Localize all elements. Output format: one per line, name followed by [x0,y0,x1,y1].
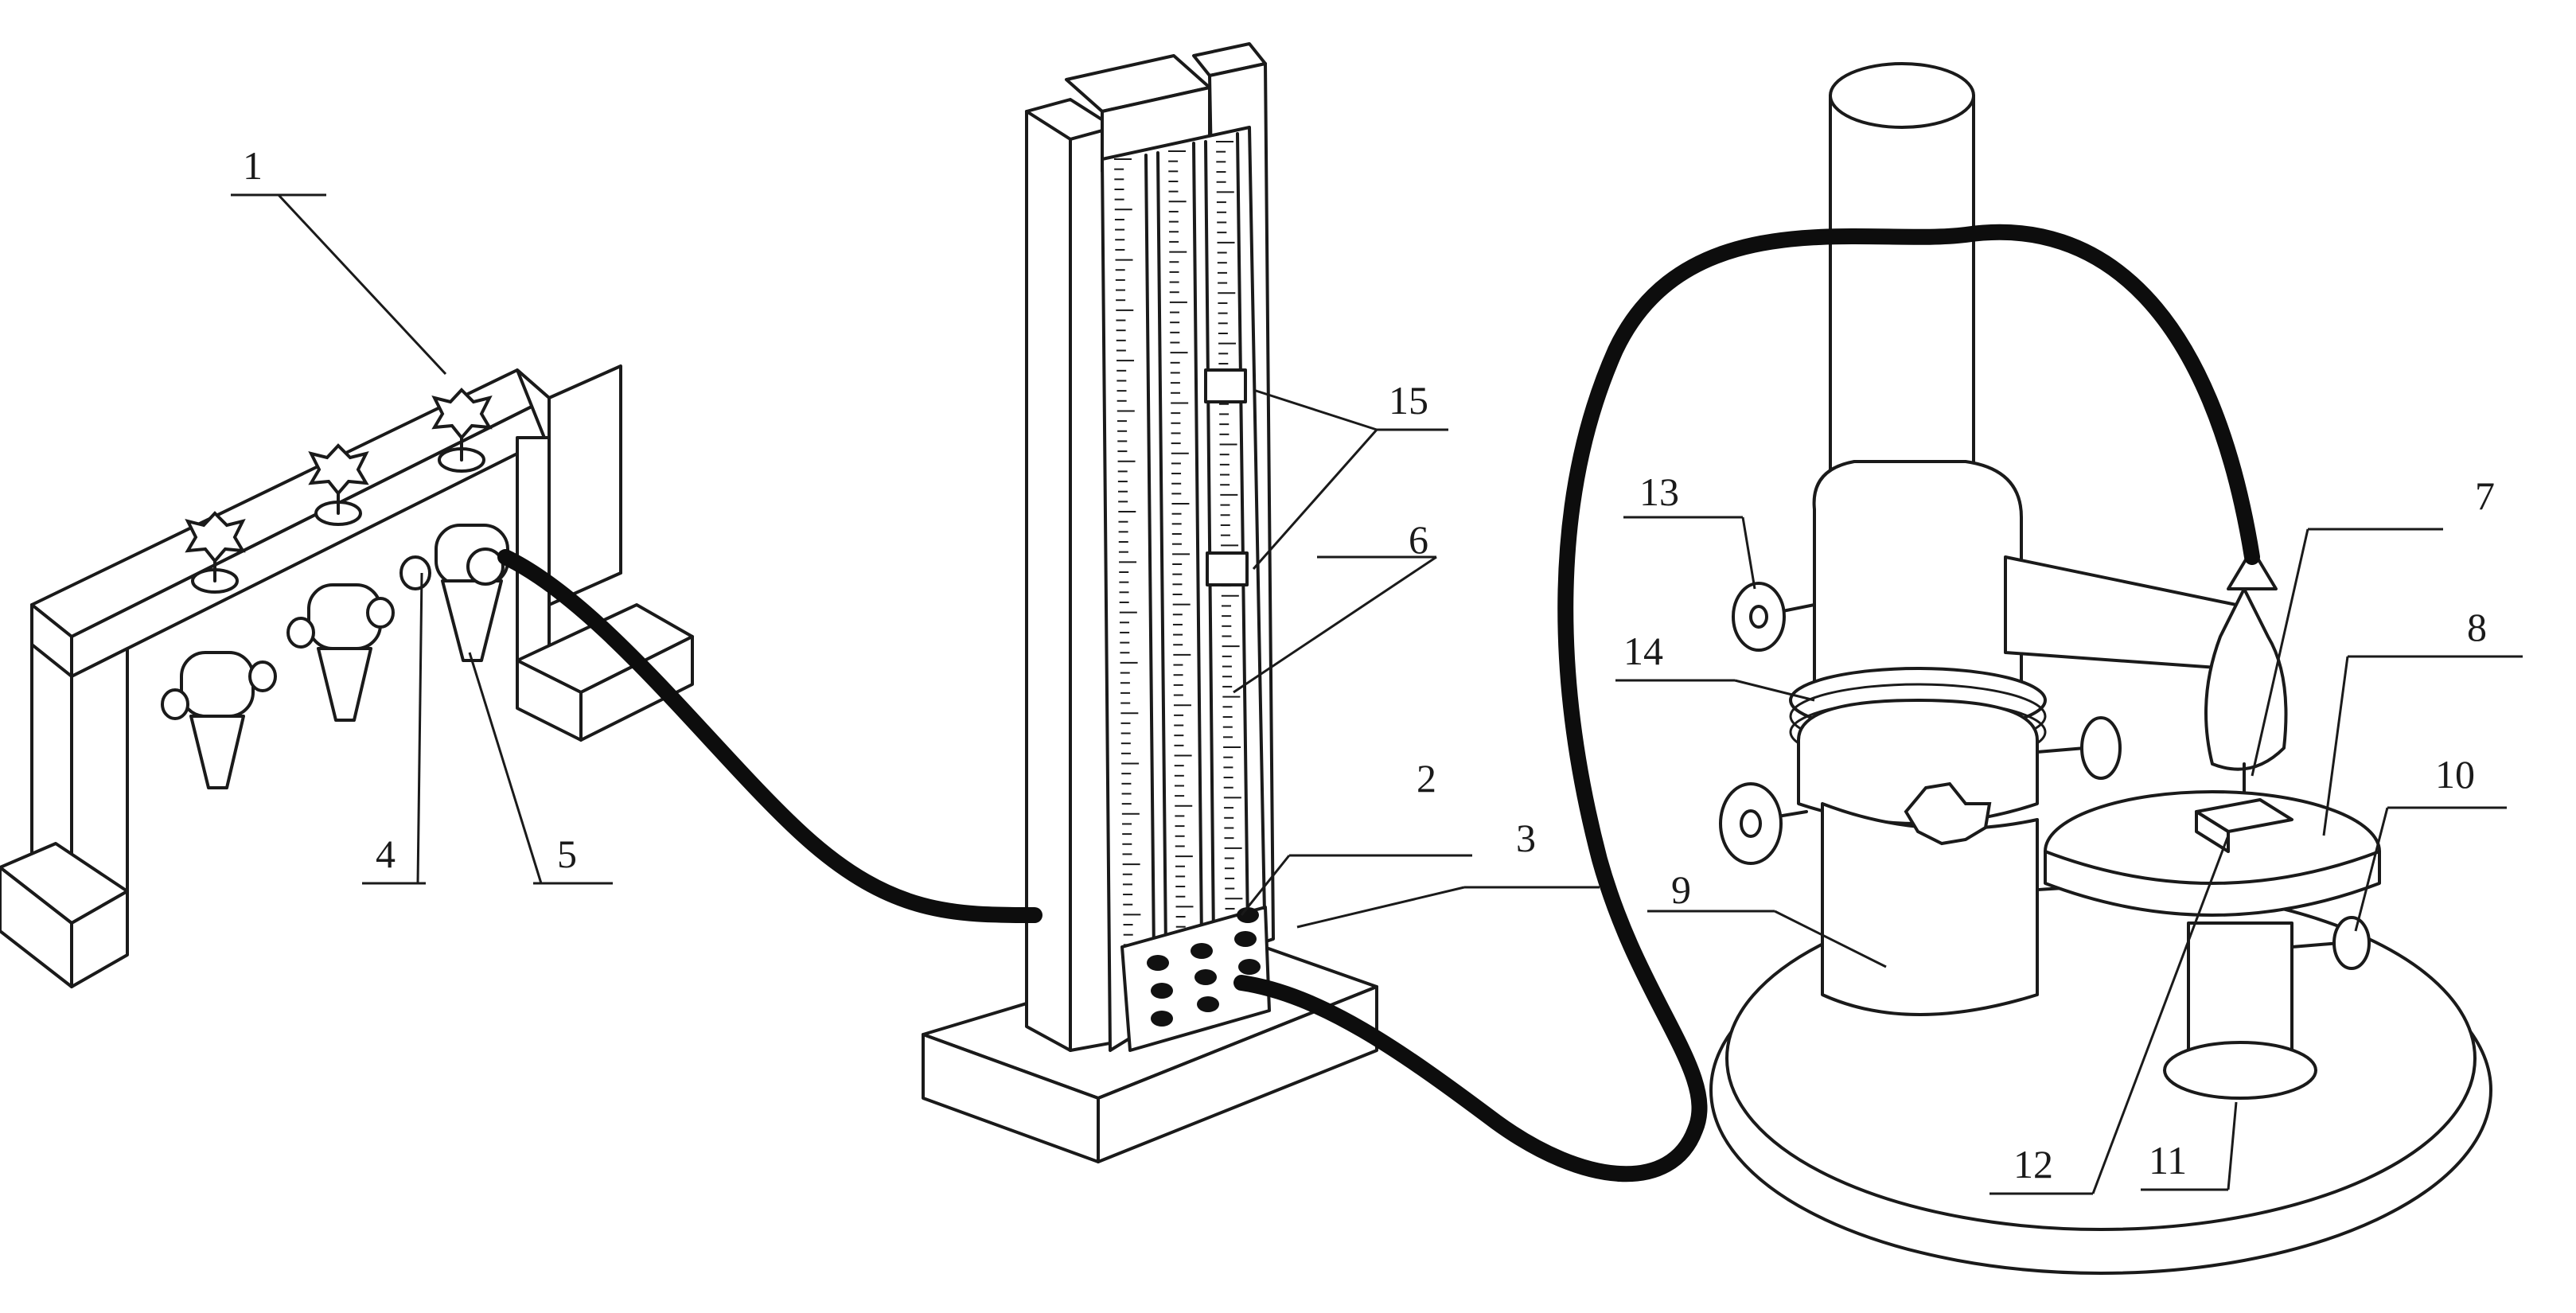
handwheel-13[interactable] [1732,582,1816,652]
specimen-side [2195,810,2230,853]
scale-ticks [1114,141,1243,956]
probe-arm [2004,555,2238,670]
valve-body-2 [286,583,395,722]
probe-tip-top [2227,547,2278,590]
callout-12: 12 [2013,1142,2053,1186]
test-machine [1709,62,2492,1275]
handwheel-left-lower[interactable] [1719,782,1808,865]
star-handwheel-1[interactable] [185,511,246,594]
callout-7: 7 [2475,473,2495,518]
manometer-stand [922,42,1378,1163]
liquid-level-upper [1204,368,1247,403]
leader-lines [231,193,2523,1195]
callout-8: 8 [2467,605,2487,649]
tube-1-left [1144,154,1155,957]
probe-holder [2204,587,2288,771]
callout-4: 4 [376,832,396,876]
valve-body-1 [161,651,277,789]
callout-10: 10 [2435,752,2475,797]
handwheel-right-collar[interactable] [2036,716,2122,780]
callout-6: 6 [1409,517,1428,562]
callout-2: 2 [1417,756,1436,801]
callout-15: 15 [1389,378,1428,423]
support-foot [2163,1041,2317,1100]
liquid-level-lower [1206,551,1249,586]
collar-housing [1812,460,2023,686]
hose-manifold-to-manometer [497,549,1042,923]
star-handwheel-2[interactable] [308,443,369,526]
callout-labels: 1 2 3 4 5 6 7 8 9 10 11 12 13 14 15 [243,143,2495,1186]
callout-11: 11 [2149,1138,2187,1182]
star-handwheel-3[interactable] [431,388,493,473]
callout-1: 1 [243,143,263,188]
star-knob-turret[interactable] [1904,781,1992,846]
manifold-right-leg-front [548,364,622,606]
callout-14: 14 [1623,629,1663,673]
tube-2-right [1204,140,1215,942]
platform-support [2187,921,2293,1060]
callout-5: 5 [557,832,577,876]
port-dots [1147,907,1261,1027]
column-top [1829,62,1975,129]
manifold-left-foot-front [70,890,129,988]
platform-edge [2044,850,2381,917]
valve-manifold [0,364,694,988]
tube-1-right [1156,151,1167,953]
tube-2-left [1192,142,1203,945]
stand-base-right [1097,985,1378,1163]
callout-13: 13 [1639,469,1679,514]
tube-3-left [1236,132,1249,933]
callout-3: 3 [1516,816,1536,860]
adjust-screw-10[interactable] [2290,916,2371,970]
manifold-right-foot-side [516,659,583,742]
callout-9: 9 [1671,867,1691,912]
valve-body-3 [399,524,509,662]
hose-manometer-to-machine [1233,224,2260,1182]
